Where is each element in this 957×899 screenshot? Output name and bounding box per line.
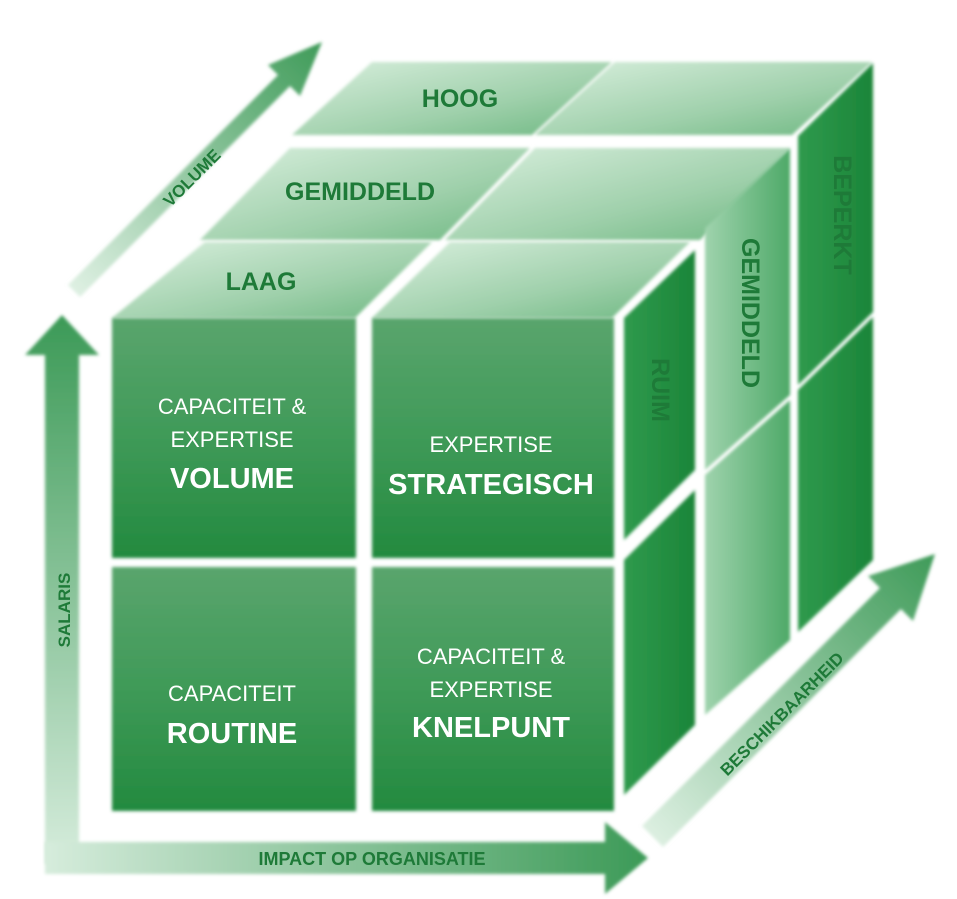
quadrant-routine-title: ROUTINE bbox=[167, 718, 298, 750]
top-row-high bbox=[292, 62, 872, 135]
quadrant-volume-line2: EXPERTISE bbox=[170, 427, 293, 452]
quadrant-strategisch-title: STRATEGISCH bbox=[388, 469, 594, 501]
quadrant-routine: CAPACITEIT ROUTINE bbox=[167, 681, 298, 750]
side-label-ample: RUIM bbox=[646, 358, 674, 422]
side-label-limited: BEPERKT bbox=[828, 155, 856, 274]
front-faces bbox=[112, 318, 614, 811]
side-label-mid: GEMIDDELD bbox=[736, 238, 764, 388]
quadrant-volume-title: VOLUME bbox=[170, 463, 294, 495]
quadrant-knelpunt-title: KNELPUNT bbox=[412, 712, 570, 744]
top-label-low: LAAG bbox=[226, 268, 297, 296]
volume-axis-label: VOLUME bbox=[160, 146, 225, 211]
quadrant-volume-line1: CAPACITEIT & bbox=[158, 394, 307, 419]
quadrant-strategisch: EXPERTISE STRATEGISCH bbox=[388, 432, 594, 501]
side-column-far bbox=[705, 63, 873, 715]
side-column-near bbox=[624, 250, 695, 795]
quadrant-knelpunt: CAPACITEIT & EXPERTISE KNELPUNT bbox=[412, 644, 570, 744]
beschikbaarheid-arrow bbox=[642, 554, 935, 847]
top-label-high: HOOG bbox=[422, 85, 498, 113]
top-label-mid: GEMIDDELD bbox=[285, 178, 435, 206]
salaris-axis-label: SALARIS bbox=[55, 573, 74, 648]
quadrant-volume: CAPACITEIT & EXPERTISE VOLUME bbox=[158, 394, 307, 495]
top-row-mid bbox=[200, 148, 790, 240]
salaris-arrow bbox=[25, 315, 99, 864]
quadrant-routine-line1: CAPACITEIT bbox=[168, 681, 296, 706]
volume-arrow bbox=[68, 42, 322, 297]
top-row-low bbox=[112, 242, 690, 318]
quadrant-knelpunt-line1: CAPACITEIT & bbox=[417, 644, 566, 669]
impact-axis-label: IMPACT OP ORGANISATIE bbox=[258, 849, 485, 869]
quadrant-strategisch-line1: EXPERTISE bbox=[429, 432, 552, 457]
impact-arrow bbox=[45, 822, 648, 894]
quadrant-knelpunt-line2: EXPERTISE bbox=[429, 677, 552, 702]
